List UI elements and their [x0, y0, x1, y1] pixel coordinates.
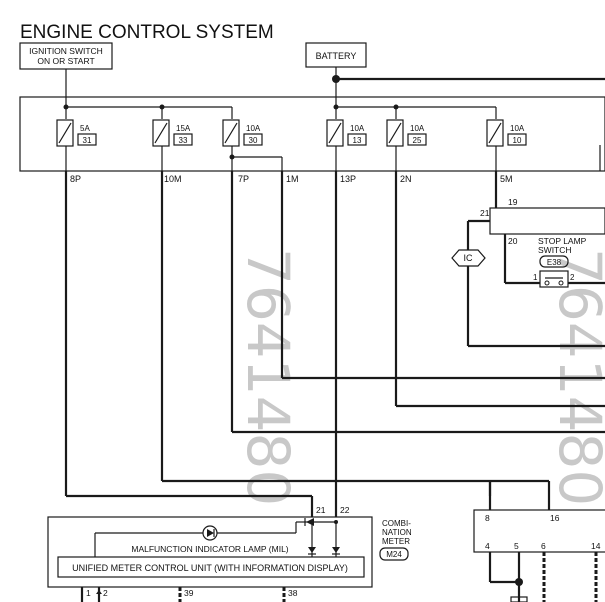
terminal-7p: 7P — [238, 174, 249, 184]
battery-box: BATTERY — [305, 42, 367, 68]
fuse-31: 5A 31 — [56, 119, 97, 147]
fuse-10: 10A 10 — [486, 119, 527, 147]
svg-text:UNIFIED METER CONTROL UNIT (WI: UNIFIED METER CONTROL UNIT (WITH INFORMA… — [72, 563, 348, 573]
terminal-10m: 10M — [164, 174, 182, 184]
svg-text:8: 8 — [485, 513, 490, 523]
svg-text:21: 21 — [316, 505, 326, 515]
mil-lamp — [202, 525, 218, 541]
svg-text:10: 10 — [513, 136, 522, 145]
terminal-2n: 2N — [400, 174, 412, 184]
svg-text:BATTERY: BATTERY — [316, 51, 357, 61]
fuse-block — [19, 96, 605, 172]
svg-text:SWITCH: SWITCH — [538, 245, 572, 255]
svg-text:10A: 10A — [246, 124, 261, 133]
svg-text:IGNITION SWITCH: IGNITION SWITCH — [29, 46, 103, 56]
ecm-connector: 8 16 4 5 6 14 — [473, 509, 605, 553]
svg-text:COMBI-: COMBI- — [382, 519, 411, 528]
meter-pin-38: 38 — [288, 588, 298, 598]
svg-text:21: 21 — [480, 208, 490, 218]
svg-text:20: 20 — [508, 236, 518, 246]
combination-meter: UNIFIED METER CONTROL UNIT (WITH INFORMA… — [47, 505, 412, 588]
svg-text:14: 14 — [591, 541, 601, 551]
svg-text:E38: E38 — [547, 258, 562, 267]
svg-text:10A: 10A — [410, 124, 425, 133]
svg-text:22: 22 — [340, 505, 350, 515]
svg-text:IC: IC — [464, 253, 474, 263]
svg-text:25: 25 — [413, 136, 422, 145]
svg-text:METER: METER — [382, 537, 410, 546]
fuse-25: 10A 25 — [386, 119, 427, 147]
svg-text:1: 1 — [533, 273, 538, 282]
svg-text:33: 33 — [179, 136, 188, 145]
svg-text:2: 2 — [570, 273, 575, 282]
svg-text:5: 5 — [514, 541, 519, 551]
svg-text:30: 30 — [249, 136, 258, 145]
svg-text:16: 16 — [550, 513, 560, 523]
terminal-8p: 8P — [70, 174, 81, 184]
svg-text:M24: M24 — [386, 550, 402, 559]
svg-text:5A: 5A — [80, 124, 90, 133]
terminal-1m: 1M — [286, 174, 299, 184]
svg-text:15A: 15A — [176, 124, 191, 133]
fuse-30: 10A 30 — [222, 119, 263, 147]
fuse-13: 10A 13 — [326, 119, 367, 147]
svg-text:31: 31 — [83, 136, 92, 145]
terminal-13p: 13P — [340, 174, 356, 184]
svg-text:STOP LAMP: STOP LAMP — [538, 236, 587, 246]
meter-pin-39: 39 — [184, 588, 194, 598]
svg-text:10A: 10A — [510, 124, 525, 133]
svg-text:NATION: NATION — [382, 528, 412, 537]
svg-text:ON OR START: ON OR START — [37, 56, 94, 66]
svg-text:10A: 10A — [350, 124, 365, 133]
fuse-33: 15A 33 — [152, 119, 193, 147]
svg-text:19: 19 — [508, 197, 518, 207]
diagram-title: ENGINE CONTROL SYSTEM — [20, 22, 274, 43]
svg-text:6: 6 — [541, 541, 546, 551]
meter-pin-2: 2 — [103, 588, 108, 598]
svg-text:13: 13 — [353, 136, 362, 145]
meter-pin-1: 1 — [86, 588, 91, 598]
ignition-switch-box: IGNITION SWITCH ON OR START — [19, 42, 113, 70]
terminal-5m: 5M — [500, 174, 513, 184]
svg-text:4: 4 — [485, 541, 490, 551]
ic-tag: IC — [451, 249, 486, 267]
svg-text:MALFUNCTION INDICATOR LAMP (MI: MALFUNCTION INDICATOR LAMP (MIL) — [131, 544, 288, 554]
